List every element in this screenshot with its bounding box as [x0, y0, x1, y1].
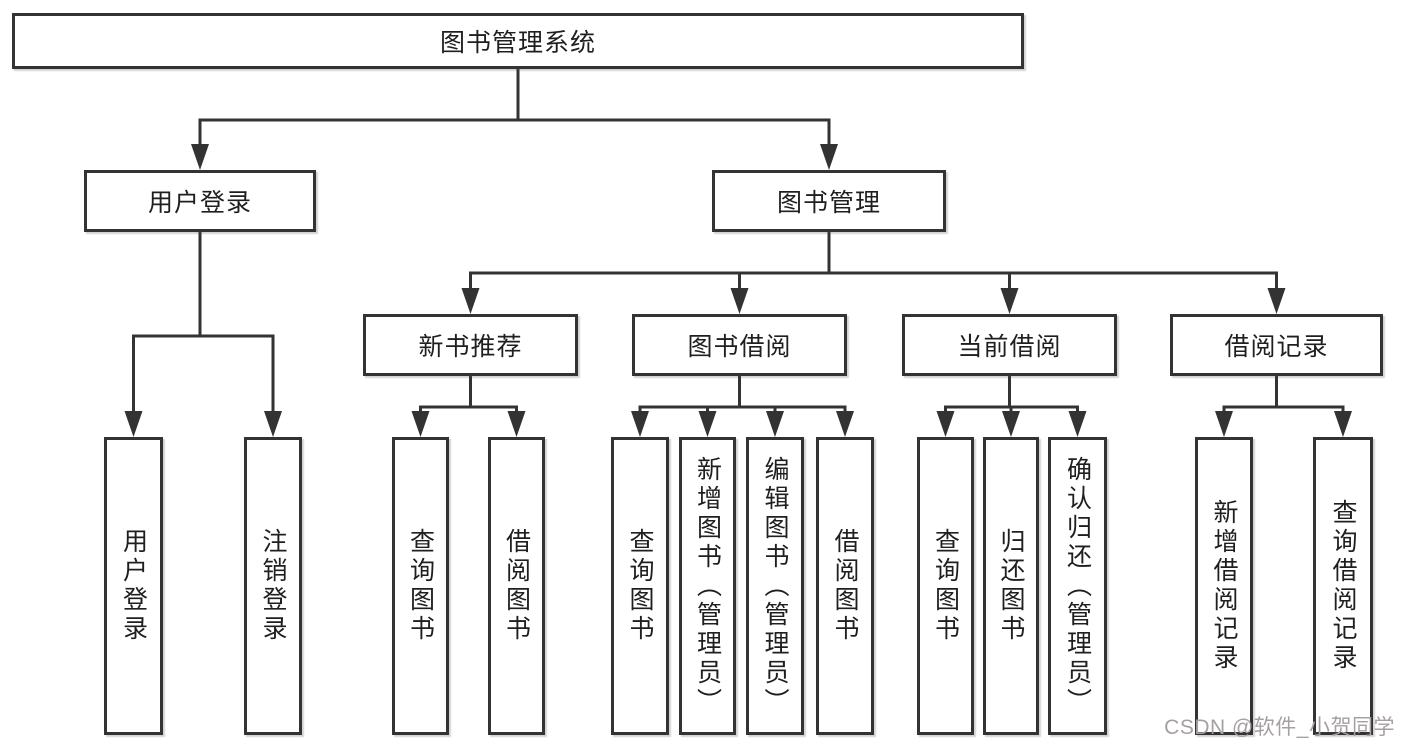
node-query-books-2: 查询图书 — [611, 437, 669, 735]
node-new-book-recommend: 新书推荐 — [363, 314, 578, 376]
node-logout: 注销登录 — [244, 437, 302, 735]
node-query-borrow-record: 查询借阅记录 — [1313, 437, 1373, 735]
node-query-books-3: 查询图书 — [917, 437, 974, 735]
node-book-management: 图书管理 — [712, 170, 946, 232]
node-system: 图书管理系统 — [12, 13, 1024, 69]
node-book-borrowing: 图书借阅 — [632, 314, 847, 376]
node-edit-books-admin: 编辑图书（管理员） — [746, 437, 804, 735]
node-borrow-books-1: 借阅图书 — [488, 437, 545, 735]
node-current-borrowing: 当前借阅 — [902, 314, 1117, 376]
node-add-borrow-record: 新增借阅记录 — [1195, 437, 1253, 735]
node-borrowing-records: 借阅记录 — [1170, 314, 1383, 376]
node-return-books: 归还图书 — [983, 437, 1039, 735]
node-query-books-1: 查询图书 — [392, 437, 449, 735]
node-borrow-books-2: 借阅图书 — [816, 437, 874, 735]
node-user-login: 用户登录 — [84, 170, 316, 232]
node-add-books-admin: 新增图书（管理员） — [679, 437, 736, 735]
node-user-login-leaf: 用户登录 — [104, 437, 163, 735]
node-confirm-return-admin: 确认归还（管理员） — [1048, 437, 1107, 735]
